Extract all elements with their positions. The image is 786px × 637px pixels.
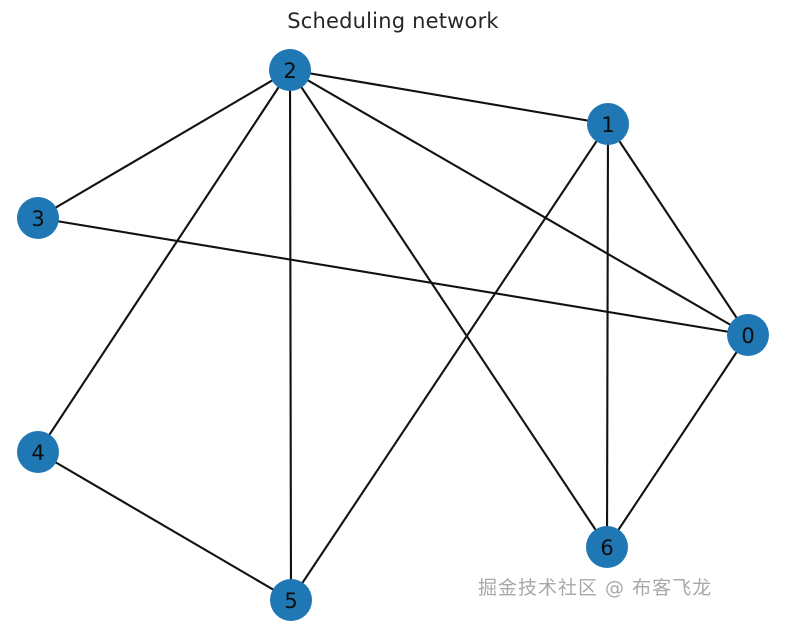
graph-node-label-5: 5 xyxy=(284,589,297,613)
graph-edge-1-0 xyxy=(606,122,750,337)
graph-node-3[interactable]: 3 xyxy=(17,197,59,239)
graph-node-1[interactable]: 1 xyxy=(587,103,629,145)
graph-node-label-2: 2 xyxy=(283,59,296,83)
graph-edge-4-5 xyxy=(36,450,293,602)
graph-node-circle-2[interactable] xyxy=(269,49,311,91)
graph-edge-2-6 xyxy=(288,68,609,549)
graph-edge-2-5 xyxy=(288,68,293,602)
graph-node-circle-0[interactable] xyxy=(727,314,769,356)
graph-node-circle-6[interactable] xyxy=(586,526,628,568)
graph-edge-2-1 xyxy=(288,68,610,126)
graph-edge-1-5 xyxy=(289,122,610,602)
graph-node-2[interactable]: 2 xyxy=(269,49,311,91)
graph-node-label-0: 0 xyxy=(741,324,754,348)
graph-node-4[interactable]: 4 xyxy=(17,431,59,473)
watermark-text: 掘金技术社区 @ 布客飞龙 xyxy=(478,577,713,599)
graph-edge-3-0 xyxy=(36,216,750,337)
nodes-layer: 0 1 2 3 4 5 6 xyxy=(17,49,769,621)
edges-layer xyxy=(36,68,750,602)
graph-node-label-4: 4 xyxy=(31,441,44,465)
graph-edge-2-4 xyxy=(36,68,292,454)
graph-node-label-6: 6 xyxy=(600,536,613,560)
graph-node-circle-5[interactable] xyxy=(270,579,312,621)
graph-node-circle-4[interactable] xyxy=(17,431,59,473)
graph-node-6[interactable]: 6 xyxy=(586,526,628,568)
graph-node-label-3: 3 xyxy=(31,207,44,231)
graph-node-circle-3[interactable] xyxy=(17,197,59,239)
page-title: Scheduling network xyxy=(287,9,499,33)
graph-edge-2-3 xyxy=(36,68,292,220)
graph-node-0[interactable]: 0 xyxy=(727,314,769,356)
graph-edge-2-0 xyxy=(288,68,750,337)
graph-node-circle-1[interactable] xyxy=(587,103,629,145)
graph-node-5[interactable]: 5 xyxy=(270,579,312,621)
graph-edge-6-0 xyxy=(605,333,750,549)
graph-node-label-1: 1 xyxy=(601,113,614,137)
graph-edge-1-6 xyxy=(605,122,610,549)
